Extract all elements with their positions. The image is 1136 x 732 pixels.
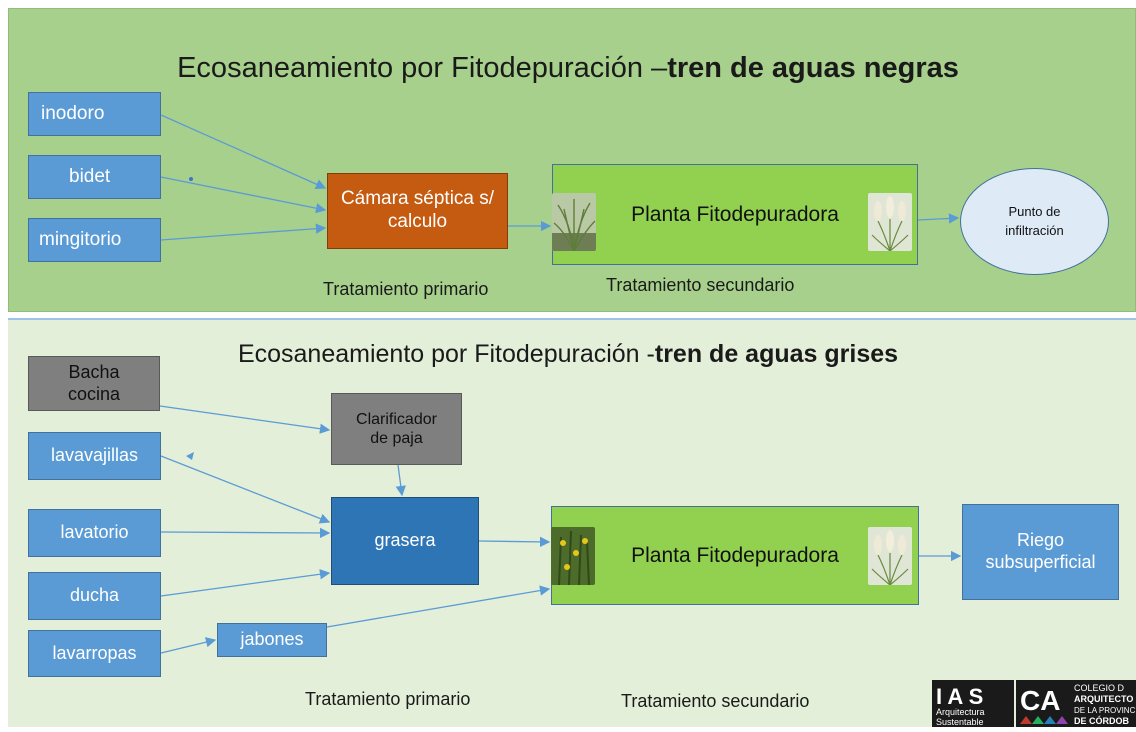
clarificador-label: Clarificador de paja (356, 410, 437, 447)
source-label: mingitorio (39, 228, 122, 250)
source-label: ducha (69, 585, 120, 606)
grey-water-title: Ecosaneamiento por Fitodepuración -tren … (0, 340, 1136, 369)
source-inodoro: inodoro (28, 92, 161, 136)
colegio-line4: DE CÓRDOB (1074, 715, 1130, 726)
clarificador-de-paja: Clarificador de paja (331, 393, 462, 465)
colegio-line3: DE LA PROVINC (1074, 706, 1136, 715)
planta-fitodepuradora-top: Planta Fitodepuradora (552, 164, 918, 265)
riego-subsuperficial: Riego subsuperficial (962, 504, 1119, 600)
source-bacha-cocina: Bacha cocina (28, 356, 160, 411)
planta-label: Planta Fitodepuradora (631, 543, 839, 567)
arrow-bidet-septic (160, 176, 327, 214)
grasera-label: grasera (374, 530, 436, 551)
institutional-logos: I A S Arquitectura Sustentable CA COLEGI… (932, 680, 1136, 727)
septic-label: Cámara séptica s/ calculo (340, 188, 495, 232)
source-mingitorio: mingitorio (28, 218, 161, 262)
arrow-jabones-planta (326, 585, 551, 628)
tratamiento-primario-top: Tratamiento primario (323, 279, 489, 299)
arrow-planta-punto (917, 213, 960, 224)
riego-label: Riego subsuperficial (985, 530, 1096, 572)
black-water-title: Ecosaneamiento por Fitodepuración –tren … (0, 52, 1136, 85)
stray-dot (189, 177, 193, 181)
arrow-bacha-clarificador (159, 405, 331, 434)
arrow-mingitorio-septic (160, 223, 327, 241)
ca-logo-text: CA (1020, 685, 1060, 716)
arrow-grasera-planta (478, 536, 551, 548)
jabones-label: jabones (240, 629, 304, 650)
pampas-grass-icon (868, 527, 912, 585)
source-ducha: ducha (28, 572, 161, 620)
grass-plant-icon (552, 193, 596, 251)
ias-logo-text: I A S (936, 684, 983, 709)
stray-arrowhead (186, 452, 194, 460)
colegio-line2: ARQUITECTO (1074, 694, 1133, 704)
source-lavavajillas: lavavajillas (28, 432, 161, 480)
source-label: lavavajillas (50, 445, 139, 466)
planta-fitodepuradora-bottom: Planta Fitodepuradora (551, 506, 919, 605)
punto-label: Punto de infiltración (1005, 204, 1064, 238)
arrow-lavavajillas-grasera (160, 455, 331, 524)
color-swatches-icon (1020, 716, 1068, 724)
source-label: lavatorio (60, 522, 129, 543)
septic-chamber: Cámara séptica s/ calculo (327, 173, 508, 249)
pampas-grass-icon (868, 193, 912, 251)
ias-sub2: Sustentable (936, 717, 984, 727)
iris-plant-icon (551, 527, 595, 585)
arrow-inodoro-septic (160, 114, 327, 190)
tratamiento-secundario-top: Tratamiento secundario (606, 275, 795, 295)
source-label: bidet (69, 165, 111, 187)
colegio-line1: COLEGIO D (1074, 683, 1125, 693)
planta-label: Planta Fitodepuradora (631, 202, 839, 226)
title-bold-text: tren de aguas negras (667, 52, 959, 84)
source-bidet: bidet (28, 155, 161, 199)
source-lavarropas: lavarropas (28, 630, 161, 677)
title-bold-text: tren de aguas grises (654, 340, 899, 368)
tratamiento-secundario-bottom: Tratamiento secundario (621, 691, 810, 711)
grasera: grasera (331, 497, 479, 585)
tratamiento-primario-bottom: Tratamiento primario (305, 689, 471, 709)
arrow-lavatorio-grasera (160, 527, 331, 539)
punto-infiltracion: Punto de infiltración (960, 168, 1109, 275)
arrow-clarificador-grasera (395, 464, 406, 497)
jabones: jabones (217, 623, 327, 657)
arrow-lavarropas-jabones (160, 637, 217, 654)
arrow-ducha-grasera (160, 569, 331, 597)
title-normal-text: Ecosaneamiento por Fitodepuración – (177, 52, 668, 84)
source-lavatorio: lavatorio (28, 509, 161, 557)
title-normal-text: Ecosaneamiento por Fitodepuración - (237, 340, 655, 368)
source-label: inodoro (41, 102, 105, 124)
ias-sub1: Arquitectura (936, 707, 985, 717)
source-label: Bacha cocina (67, 361, 121, 404)
source-label: lavarropas (52, 642, 137, 663)
